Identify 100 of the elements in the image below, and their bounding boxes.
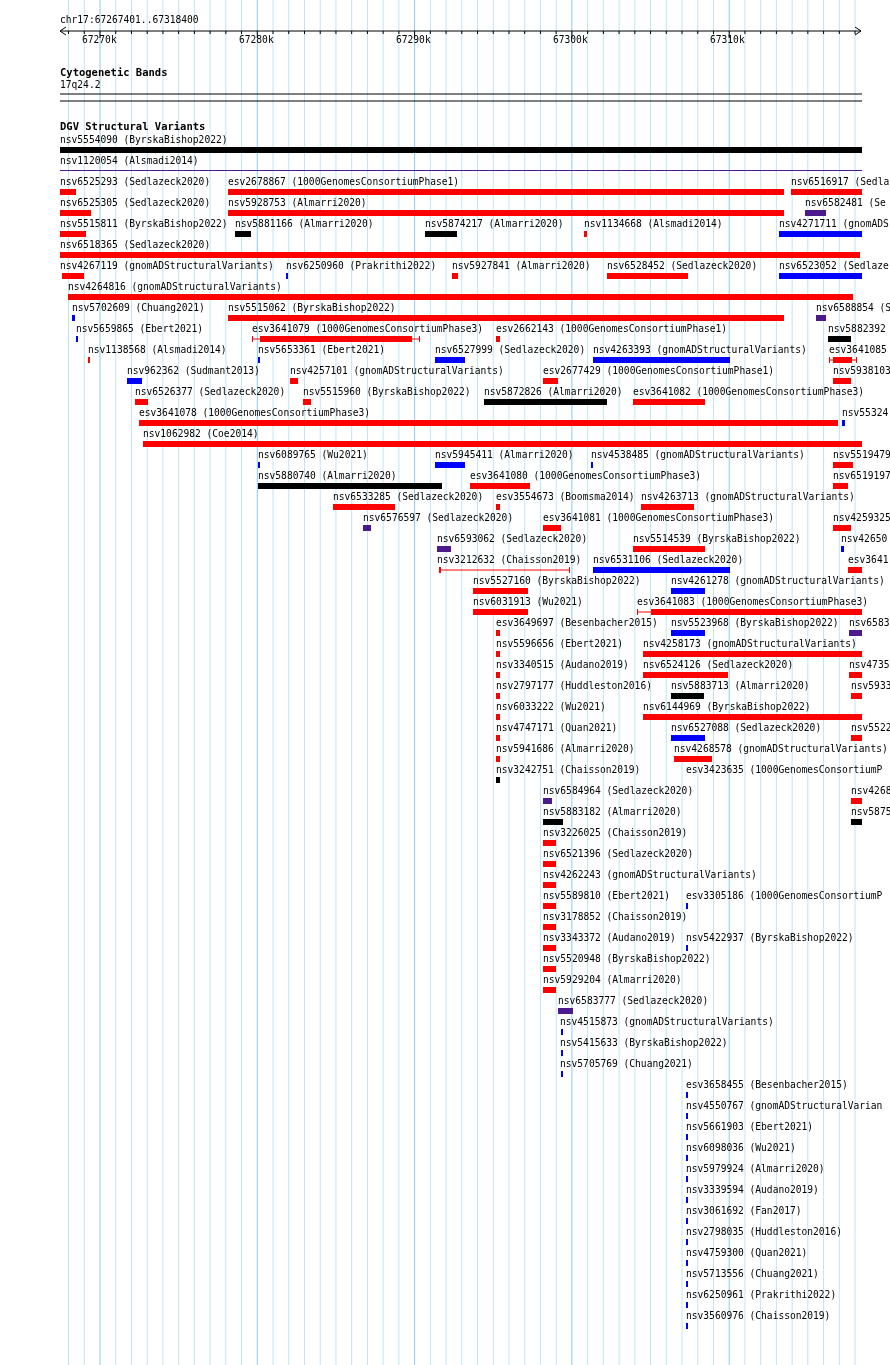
variant-label: nsv5515062 (ByrskaBishop2022) bbox=[228, 302, 396, 313]
variant-label: nsv6523052 (Sedlaze bbox=[779, 260, 889, 271]
variant-label: esv3641085 bbox=[829, 344, 887, 355]
variant-label: nsv5705769 (Chuang2021) bbox=[560, 1058, 693, 1069]
variant-label: nsv1120054 (Alsmadi2014) bbox=[60, 155, 199, 166]
variant-label: nsv4267119 (gnomADStructuralVariants) bbox=[60, 260, 274, 271]
variant-label: nsv5875 bbox=[851, 806, 890, 817]
variant-label: nsv6526377 (Sedlazeck2020) bbox=[135, 386, 286, 397]
variant-label: nsv5596656 (Ebert2021) bbox=[496, 638, 624, 649]
variant-label: nsv6519197 bbox=[833, 470, 890, 481]
variant-label: nsv4747171 (Quan2021) bbox=[496, 722, 618, 733]
variant-label: nsv6588854 (S bbox=[816, 302, 890, 313]
variant-label: nsv6089765 (Wu2021) bbox=[258, 449, 368, 460]
variant-label: nsv6524126 (Sedlazeck2020) bbox=[643, 659, 794, 670]
variant-label: nsv1062982 (Coe2014) bbox=[143, 428, 259, 439]
variant-label: nsv5929204 (Almarri2020) bbox=[543, 974, 682, 985]
variant-label: nsv6582481 (Se bbox=[805, 197, 886, 208]
track-title: Cytogenetic Bands bbox=[60, 67, 168, 78]
variant-label: nsv3343372 (Audano2019) bbox=[543, 932, 676, 943]
variant-label: nsv4268 bbox=[851, 785, 890, 796]
variant-label: nsv5883182 (Almarri2020) bbox=[543, 806, 682, 817]
tick-label: 67270k bbox=[82, 34, 117, 45]
variant-label: nsv5945411 (Almarri2020) bbox=[435, 449, 574, 460]
variant-label: nsv5713556 (Chuang2021) bbox=[686, 1268, 819, 1279]
variant-label: nsv4258173 (gnomADStructuralVariants) bbox=[643, 638, 857, 649]
variant-label: nsv5927841 (Almarri2020) bbox=[452, 260, 591, 271]
variant-label: nsv5515960 (ByrskaBishop2022) bbox=[303, 386, 471, 397]
variant-label: nsv5933 bbox=[851, 680, 890, 691]
variant-label: nsv5422937 (ByrskaBishop2022) bbox=[686, 932, 854, 943]
variant-label: nsv5941686 (Almarri2020) bbox=[496, 743, 635, 754]
variant-label: nsv42650 bbox=[841, 533, 888, 544]
variant-label: nsv3339594 (Audano2019) bbox=[686, 1184, 819, 1195]
variant-label: nsv3226025 (Chaisson2019) bbox=[543, 827, 688, 838]
variant-label: nsv2798035 (Huddleston2016) bbox=[686, 1226, 842, 1237]
variant-label: nsv6098036 (Wu2021) bbox=[686, 1142, 796, 1153]
variant-label: nsv5522 bbox=[851, 722, 890, 733]
variant-label: nsv6516917 (Sedla bbox=[791, 176, 890, 187]
variant-label: nsv5702609 (Chuang2021) bbox=[72, 302, 205, 313]
variant-label: esv3423635 (1000GenomesConsortiumP bbox=[686, 764, 883, 775]
variant-label: esv2677429 (1000GenomesConsortiumPhase1) bbox=[543, 365, 775, 376]
variant-label: esv3554673 (Boomsma2014) bbox=[496, 491, 635, 502]
variant-label: nsv5519479 bbox=[833, 449, 890, 460]
variant-label: esv3641082 (1000GenomesConsortiumPhase3) bbox=[633, 386, 865, 397]
region-label: chr17:67267401..67318400 bbox=[60, 14, 199, 25]
variant-label: nsv5882392 bbox=[828, 323, 886, 334]
variant-label: esv2678867 (1000GenomesConsortiumPhase1) bbox=[228, 176, 460, 187]
variant-label: nsv962362 (Sudmant2013) bbox=[127, 365, 260, 376]
variant-label: nsv6144969 (ByrskaBishop2022) bbox=[643, 701, 811, 712]
variant-label: esv3305186 (1000GenomesConsortiumP bbox=[686, 890, 883, 901]
band-label: 17q24.2 bbox=[60, 79, 101, 90]
variant-label: nsv6525305 (Sedlazeck2020) bbox=[60, 197, 211, 208]
variant-label: nsv4538485 (gnomADStructuralVariants) bbox=[591, 449, 805, 460]
variant-label: nsv6527999 (Sedlazeck2020) bbox=[435, 344, 586, 355]
variant-label: nsv4515873 (gnomADStructuralVariants) bbox=[560, 1016, 774, 1027]
variant-label: nsv3560976 (Chaisson2019) bbox=[686, 1310, 831, 1321]
variant-label: esv3641078 (1000GenomesConsortiumPhase3) bbox=[139, 407, 371, 418]
variant-label: nsv1138568 (Alsmadi2014) bbox=[88, 344, 227, 355]
tick-label: 67280k bbox=[239, 34, 274, 45]
variant-label: nsv6525293 (Sedlazeck2020) bbox=[60, 176, 211, 187]
variant-label: nsv5554090 (ByrskaBishop2022) bbox=[60, 134, 228, 145]
variant-label: nsv5874217 (Almarri2020) bbox=[425, 218, 564, 229]
variant-label: nsv6518365 (Sedlazeck2020) bbox=[60, 239, 211, 250]
variant-label: nsv6527088 (Sedlazeck2020) bbox=[671, 722, 822, 733]
variant-label: nsv5872826 (Almarri2020) bbox=[484, 386, 623, 397]
variant-label: esv3641083 (1000GenomesConsortiumPhase3) bbox=[637, 596, 869, 607]
variant-label: nsv6593062 (Sedlazeck2020) bbox=[437, 533, 588, 544]
variant-label: nsv4271711 (gnomADS bbox=[779, 218, 889, 229]
variant-label: nsv6576597 (Sedlazeck2020) bbox=[363, 512, 514, 523]
variant-label: nsv3178852 (Chaisson2019) bbox=[543, 911, 688, 922]
variant-label: nsv4259325 bbox=[833, 512, 890, 523]
variant-label: esv3649697 (Besenbacher2015) bbox=[496, 617, 658, 628]
variant-label: nsv4268578 (gnomADStructuralVariants) bbox=[674, 743, 888, 754]
variant-label: nsv6250960 (Prakrithi2022) bbox=[286, 260, 437, 271]
variant-label: nsv4735 bbox=[849, 659, 890, 670]
variant-label: nsv6583777 (Sedlazeck2020) bbox=[558, 995, 709, 1006]
variant-label: nsv6583 bbox=[849, 617, 890, 628]
tick-label: 67290k bbox=[396, 34, 431, 45]
variant-label: nsv6533285 (Sedlazeck2020) bbox=[333, 491, 484, 502]
variant-label: nsv3340515 (Audano2019) bbox=[496, 659, 629, 670]
variant-label: nsv5523968 (ByrskaBishop2022) bbox=[671, 617, 839, 628]
variant-label: nsv5514539 (ByrskaBishop2022) bbox=[633, 533, 801, 544]
variant-label: nsv5661903 (Ebert2021) bbox=[686, 1121, 814, 1132]
tick-label: 67300k bbox=[553, 34, 588, 45]
variant-label: nsv6531106 (Sedlazeck2020) bbox=[593, 554, 744, 565]
variant-label: nsv2797177 (Huddleston2016) bbox=[496, 680, 652, 691]
variant-label: nsv4264816 (gnomADStructuralVariants) bbox=[68, 281, 282, 292]
variant-label: nsv4263393 (gnomADStructuralVariants) bbox=[593, 344, 807, 355]
variant-label: nsv4261278 (gnomADStructuralVariants) bbox=[671, 575, 885, 586]
variant-label: esv2662143 (1000GenomesConsortiumPhase1) bbox=[496, 323, 728, 334]
variant-label: nsv4257101 (gnomADStructuralVariants) bbox=[290, 365, 504, 376]
variant-label: nsv3061692 (Fan2017) bbox=[686, 1205, 802, 1216]
variant-label: nsv5527160 (ByrskaBishop2022) bbox=[473, 575, 641, 586]
variant-label: nsv5979924 (Almarri2020) bbox=[686, 1163, 825, 1174]
tick-label: 67310k bbox=[710, 34, 745, 45]
variant-label: esv3641 bbox=[848, 554, 889, 565]
variant-label: nsv5659865 (Ebert2021) bbox=[76, 323, 204, 334]
variant-label: nsv4262243 (gnomADStructuralVariants) bbox=[543, 869, 757, 880]
variant-label: nsv3242751 (Chaisson2019) bbox=[496, 764, 641, 775]
variant-label: nsv5938103 bbox=[833, 365, 890, 376]
variant-label: nsv6521396 (Sedlazeck2020) bbox=[543, 848, 694, 859]
